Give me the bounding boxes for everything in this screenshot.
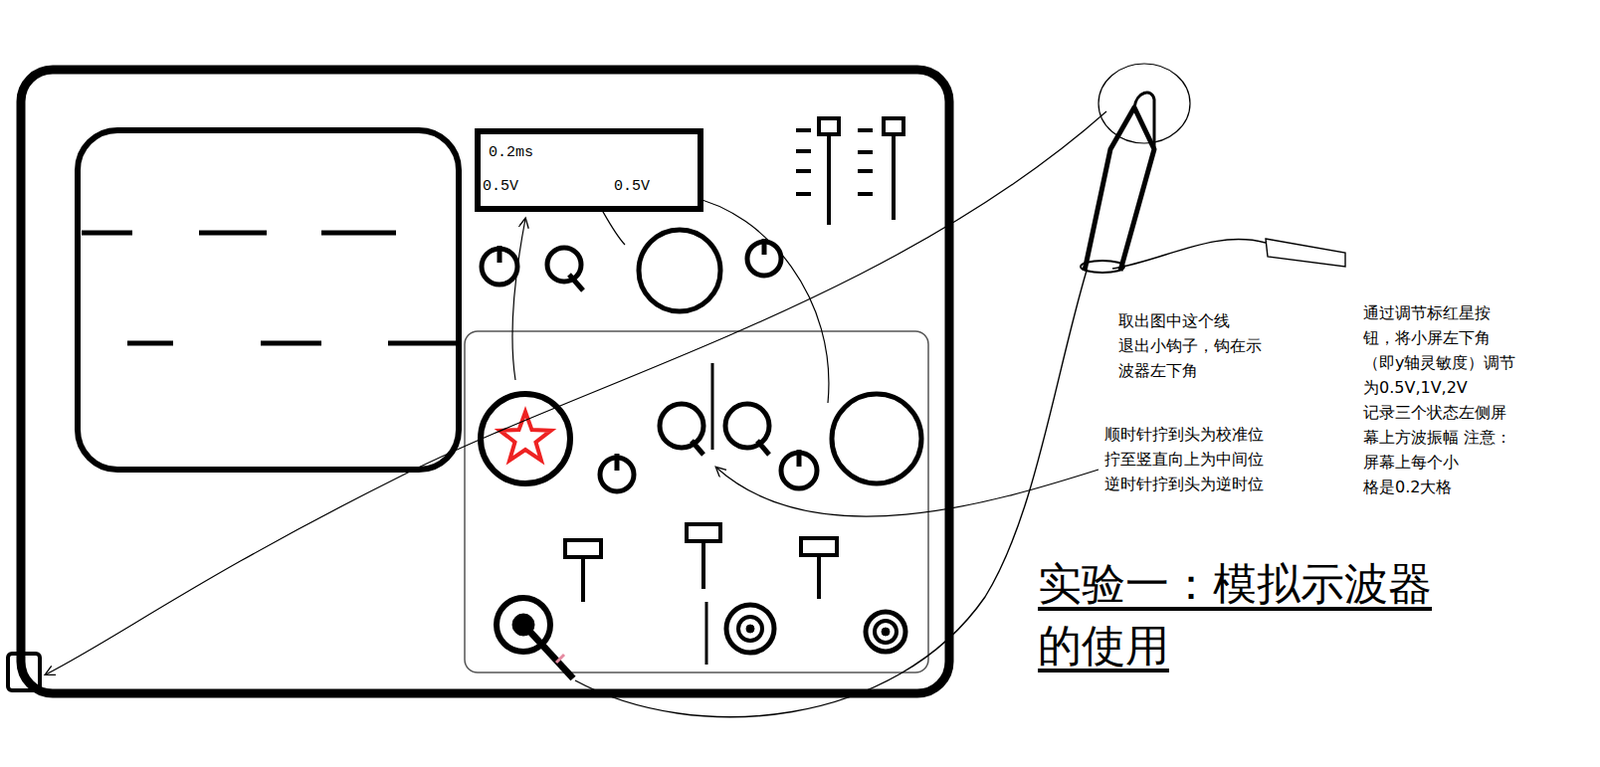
leader-arrow [690,197,829,403]
toggle-switch [686,524,721,542]
housing [20,69,950,694]
input-socket [726,604,775,653]
square-wave [260,341,322,347]
annotation-note: 取出图中这个线 退出小钩子，钩在示 波器左下角 [1118,308,1272,384]
control-knob [762,238,768,255]
probe [1080,260,1125,273]
toggle-switch [565,540,601,558]
display-reading: 0.5V [613,178,650,197]
probe [1112,239,1266,269]
slider-switch [857,169,873,174]
display-reading: 0.2ms [488,144,534,163]
slider-switch [857,128,873,133]
control-knob [569,274,584,291]
slider-switch [857,150,873,155]
probe [1265,238,1346,267]
control-knob [600,394,922,492]
crt-screen [77,130,459,470]
slider-switch [796,192,811,197]
control-knob [614,453,620,471]
control-knob [659,403,704,448]
control-knob [725,403,770,448]
ground-corner [7,653,40,691]
square-wave [81,230,133,236]
crt-screen [77,130,459,470]
square-wave [199,230,267,236]
slider-switch [883,118,904,135]
probe [1098,63,1191,144]
display-panel: 0.2ms 0.5V 0.5V [474,128,704,212]
square-wave [81,232,459,344]
input-socket [496,598,906,679]
input-socket [865,611,906,652]
control-knob [831,394,922,484]
slider-switch [796,149,811,154]
annotation-note: 顺时针拧到头为校准位 拧至竖直向上为中间位 逆时针拧到头为逆时位 [1104,421,1274,497]
control-knob [638,229,721,312]
input-socket [738,616,763,641]
slider-switch [796,169,811,174]
input-socket [874,620,897,643]
control-knob [547,247,582,282]
input-socket [527,628,574,679]
experiment-title: 实验一：模拟示波器 的使用 [1037,553,1458,677]
divider-line [711,363,715,450]
slider-switch [818,118,839,135]
annotation-note: 通过调节标红星按 钮，将小屏左下角 （即y轴灵敏度）调节 为0.5V,1V,2V… [1363,300,1526,500]
leader-arrow [512,218,526,381]
probe [1134,92,1155,150]
toggle-switch [800,538,837,556]
square-wave [127,341,174,347]
leader-arrow [45,111,1107,675]
slider-switch [891,124,896,220]
toggle-switch [581,557,586,602]
sensitivity-knob [499,411,551,461]
lower-panel [464,331,929,673]
leader-arrow [716,467,1099,517]
toggle-switch [565,524,837,602]
leader-arrow [45,111,1107,675]
divider-line [706,363,713,665]
housing [20,69,950,694]
input-socket [881,627,890,636]
lower-panel [464,331,929,673]
slider-switch [796,118,904,225]
input-socket [556,654,565,663]
control-knob [797,449,802,467]
slider-switch [857,192,873,197]
control-knob [691,440,704,455]
input-socket [746,624,755,633]
slider-switch [826,124,831,225]
display-reading: 0.5V [482,178,519,197]
divider-line [705,601,709,665]
control-knob [497,245,503,263]
control-knob [757,440,770,455]
probe [575,270,1087,718]
control-knob [481,229,782,312]
square-wave [388,341,459,347]
toggle-switch [816,555,821,600]
slider-switch [796,128,811,133]
square-wave [321,230,397,236]
probe [1084,107,1155,271]
toggle-switch [701,541,706,590]
ground-corner [7,653,40,691]
